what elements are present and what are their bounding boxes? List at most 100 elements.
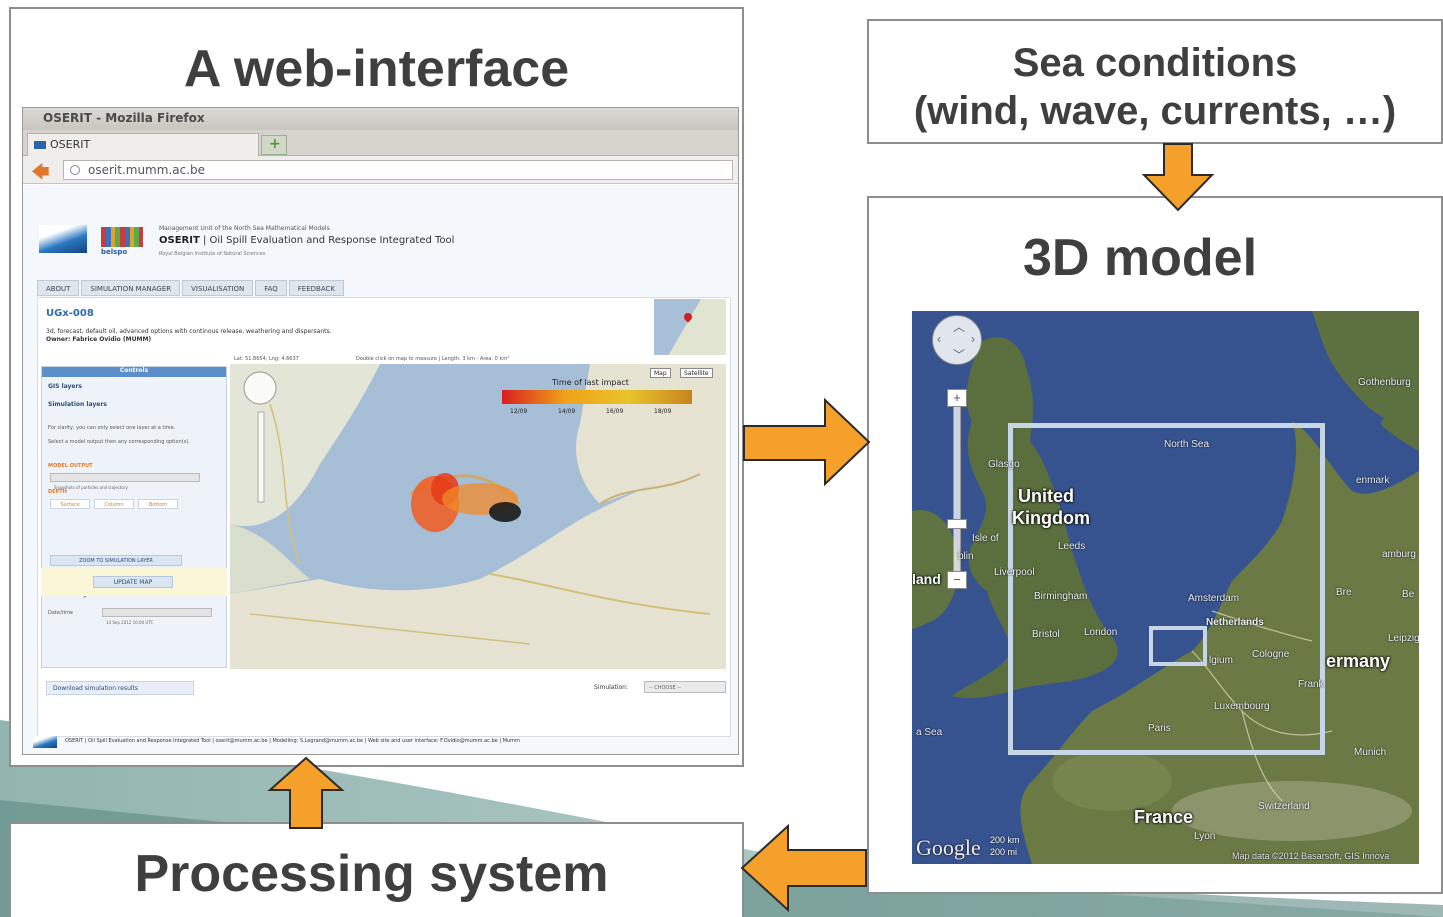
- model-output-label: MODEL OUTPUT: [48, 463, 93, 469]
- belspo-logo: [101, 227, 143, 247]
- zoom-in-button[interactable]: +: [947, 389, 967, 407]
- minimap[interactable]: [654, 299, 726, 355]
- model-output-value: Snapshots of particles and trajectory: [54, 485, 128, 490]
- label-liverpool: Liverpool: [994, 567, 1035, 578]
- sea-conditions-box: Sea conditions (wind, wave, currents, …): [867, 19, 1443, 144]
- site-nav-tab[interactable]: ABOUT: [37, 280, 80, 296]
- legend-tick: 16/09: [606, 408, 624, 415]
- label-france: France: [1134, 807, 1194, 827]
- label-isle-of-man: Isle of: [972, 533, 999, 544]
- site-nav-tab[interactable]: SIMULATION MANAGER: [81, 280, 181, 296]
- label-glasgow: Glasgo: [988, 459, 1020, 470]
- label-luxembourg: Luxembourg: [1214, 701, 1270, 712]
- favicon-icon: [34, 141, 46, 149]
- pan-down-icon[interactable]: ﹀: [953, 348, 966, 362]
- rbins-line: Royal Belgian Institute of Natural Scien…: [159, 251, 266, 257]
- legend-title: Time of last impact: [552, 378, 629, 387]
- label-germany: ermany: [1326, 651, 1391, 671]
- label-ireland: land: [912, 571, 941, 587]
- back-arrow-icon[interactable]: 🡄: [31, 162, 50, 183]
- depth-bottom[interactable]: Bottom: [138, 499, 178, 509]
- oserit-line: OSERIT | Oil Spill Evaluation and Respon…: [159, 235, 454, 246]
- depth-surface[interactable]: Surface: [50, 499, 90, 509]
- arrow-web-to-model: [743, 398, 871, 486]
- label-cologne: Cologne: [1252, 649, 1290, 660]
- processing-system-title: Processing system: [134, 845, 609, 903]
- simulation-layers-toggle[interactable]: Simulation layers: [48, 401, 107, 408]
- label-bristol: Bristol: [1032, 629, 1060, 640]
- site-nav-tab[interactable]: VISUALISATION: [182, 280, 254, 296]
- site-nav-tab[interactable]: FAQ: [255, 280, 287, 296]
- legend-tick: 12/09: [510, 408, 528, 415]
- model-domain-map[interactable]: ︿ ﹀ ‹ › + − North Sea United Kingdom Fra…: [912, 311, 1419, 864]
- simulation-description: 3d, forecast, default oil, advanced opti…: [46, 328, 332, 335]
- map-pin-icon: [682, 311, 694, 323]
- footer-text: OSERIT | Oil Spill Evaluation and Respon…: [65, 738, 520, 744]
- browser-window: OSERIT - Mozilla Firefox OSERIT 🡄 oserit…: [22, 107, 739, 755]
- browser-tab[interactable]: OSERIT: [27, 133, 259, 156]
- arrow-processing-to-web: [267, 756, 345, 829]
- simulation-select[interactable]: -- CHOOSE --: [644, 681, 726, 693]
- scale-mi: 200 mi: [990, 847, 1018, 857]
- new-tab-button[interactable]: [261, 135, 287, 155]
- label-belgium: lgium: [1209, 655, 1233, 666]
- datetime-value: 14 Sep 2012 10:00 UTC: [106, 620, 154, 625]
- tab-label: OSERIT: [50, 138, 91, 151]
- simulation-content: UGx-008 3d, forecast, default oil, advan…: [37, 297, 731, 737]
- nested-domain-rect: [1149, 626, 1207, 666]
- label-north-sea: North Sea: [1164, 439, 1210, 450]
- legend-tick: 18/09: [654, 408, 672, 415]
- oserit-full: | Oil Spill Evaluation and Response Inte…: [202, 235, 455, 246]
- help-text-1: For clarity, you can only select one lay…: [48, 425, 176, 431]
- site-header: belspo Management Unit of the North Sea …: [35, 211, 725, 261]
- pan-right-icon[interactable]: ›: [971, 332, 975, 346]
- belspo-label: belspo: [101, 248, 128, 256]
- zoom-to-layer-button[interactable]: ZOOM TO SIMULATION LAYER: [50, 555, 182, 566]
- globe-icon: [70, 165, 80, 175]
- web-interface-title: A web-interface: [183, 40, 570, 98]
- model-domain-rect: [1008, 423, 1325, 755]
- download-results-button[interactable]: Download simulation results: [46, 681, 194, 695]
- simulation-map[interactable]: Map Satellite Time of last impact 12/09 …: [230, 364, 726, 669]
- site-nav-tab[interactable]: FEEDBACK: [288, 280, 344, 296]
- update-map-button[interactable]: UPDATE MAP: [93, 576, 173, 588]
- label-denmark: enmark: [1356, 475, 1390, 486]
- legend-colorbar: [502, 390, 692, 404]
- label-united: United: [1018, 486, 1074, 506]
- gis-layers-toggle[interactable]: GIS layers: [48, 383, 82, 390]
- processing-system-box: Processing system: [9, 822, 744, 917]
- pan-control[interactable]: ︿ ﹀ ‹ ›: [932, 315, 982, 365]
- pan-up-icon[interactable]: ︿: [953, 320, 966, 334]
- model-output-select[interactable]: Snapshots of particles and trajectory: [50, 473, 200, 490]
- label-leeds: Leeds: [1058, 541, 1086, 552]
- footer-logo: [33, 736, 57, 748]
- map-coords: Lat: 51.8654, Lng: 4.6637: [234, 356, 299, 362]
- controls-heading: Controls: [42, 367, 226, 377]
- label-frankfurt: Frank: [1298, 679, 1324, 690]
- label-paris: Paris: [1148, 723, 1171, 734]
- scale-km: 200 km: [990, 835, 1020, 845]
- simulation-id: UGx-008: [46, 308, 94, 319]
- label-gothenburg: Gothenburg: [1358, 377, 1411, 388]
- zoom-slider-handle[interactable]: [947, 519, 967, 529]
- map-measure-hint: Double click on map to measure | Length:…: [356, 356, 510, 362]
- datetime-select[interactable]: 14 Sep 2012 10:00 UTC: [102, 608, 212, 625]
- satellite-view-button[interactable]: Satellite: [680, 368, 713, 378]
- simulation-map-graphic: [230, 364, 726, 669]
- url-text: oserit.mumm.ac.be: [88, 163, 206, 177]
- pan-left-icon[interactable]: ‹: [937, 332, 941, 346]
- depth-column[interactable]: Column: [94, 499, 134, 509]
- mumm-logo: [39, 225, 87, 253]
- simulation-label: Simulation:: [594, 684, 628, 691]
- url-bar[interactable]: oserit.mumm.ac.be: [63, 160, 733, 180]
- browser-navbar: 🡄 oserit.mumm.ac.be: [23, 156, 738, 184]
- depth-label: DEPTH: [48, 489, 67, 495]
- zoom-out-button[interactable]: −: [947, 571, 967, 589]
- label-lyon: Lyon: [1194, 831, 1216, 842]
- label-bremen: Bre: [1336, 587, 1352, 598]
- map-view-button[interactable]: Map: [650, 368, 671, 378]
- arrow-model-to-processing: [740, 824, 867, 912]
- label-switzerland: Switzerland: [1258, 801, 1310, 812]
- web-page: belspo Management Unit of the North Sea …: [23, 185, 738, 754]
